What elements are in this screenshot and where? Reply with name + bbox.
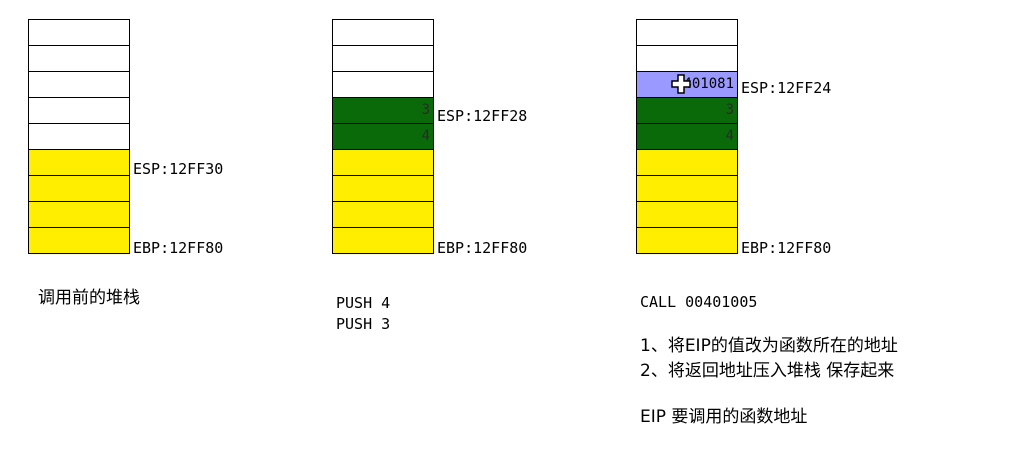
stack-after-call: 401081 3 4	[636, 19, 738, 254]
stack-before-call	[28, 19, 130, 254]
caption-line: 调用前的堆栈	[38, 288, 140, 308]
stack-cell-caller-frame	[28, 175, 130, 202]
stack-cell-empty	[332, 45, 434, 72]
caption-line: 1、将EIP的值改为函数所在的地址	[640, 336, 898, 356]
stack-cell-caller-frame	[636, 149, 738, 176]
stack-cell-caller-frame	[332, 149, 434, 176]
stack-cell-caller-frame	[636, 175, 738, 202]
caption-line: 2、将返回地址压入堆栈 保存起来	[640, 361, 895, 381]
stack-cell-caller-frame	[28, 227, 130, 254]
stack-cell-empty	[28, 97, 130, 124]
stack-cell-return-address: 401081	[636, 71, 738, 98]
stack-cell-caller-frame	[28, 149, 130, 176]
stack-cell-value: 4	[421, 128, 430, 144]
caption-push: PUSH 4 PUSH 3	[336, 293, 390, 335]
stack-cell-value: 3	[421, 102, 430, 118]
stack-cell-caller-frame	[636, 227, 738, 254]
move-cursor-icon	[671, 74, 691, 94]
stack-cell-caller-frame	[332, 201, 434, 228]
caption-line: EIP 要调用的函数地址	[640, 407, 808, 427]
stack-cell-arg: 3	[332, 97, 434, 124]
esp-label: ESP:12FF24	[741, 79, 832, 97]
stack-cell-empty	[28, 19, 130, 46]
caption-before-call: 调用前的堆栈	[38, 288, 140, 309]
stack-cell-empty	[28, 123, 130, 150]
stack-cell-empty	[28, 45, 130, 72]
ebp-label: EBP:12FF80	[741, 239, 832, 257]
ebp-label: EBP:12FF80	[437, 239, 528, 257]
stack-cell-arg: 3	[636, 97, 738, 124]
ebp-label: EBP:12FF80	[133, 239, 224, 257]
stack-cell-value: 3	[725, 102, 734, 118]
stack-cell-value: 401081	[683, 76, 734, 92]
stack-cell-caller-frame	[332, 227, 434, 254]
caption-line: PUSH 3	[336, 315, 391, 333]
caption-line: CALL 00401005	[640, 293, 758, 311]
stack-cell-arg: 4	[636, 123, 738, 150]
caption-line-spacer	[640, 313, 898, 334]
caption-line-spacer	[640, 384, 898, 405]
stack-cell-caller-frame	[28, 201, 130, 228]
stack-cell-empty	[636, 45, 738, 72]
stack-cell-arg: 4	[332, 123, 434, 150]
stack-cell-caller-frame	[636, 201, 738, 228]
stack-cell-empty	[636, 19, 738, 46]
stack-cell-empty	[332, 71, 434, 98]
stack-cell-empty	[332, 19, 434, 46]
stack-cell-value: 4	[725, 128, 734, 144]
esp-label: ESP:12FF30	[133, 160, 224, 178]
stack-cell-empty	[28, 71, 130, 98]
stack-cell-caller-frame	[332, 175, 434, 202]
esp-label: ESP:12FF28	[437, 107, 528, 125]
caption-line: PUSH 4	[336, 294, 391, 312]
stack-after-push: 3 4	[332, 19, 434, 254]
caption-call: CALL 00401005 1、将EIP的值改为函数所在的地址 2、将返回地址压…	[640, 292, 898, 430]
